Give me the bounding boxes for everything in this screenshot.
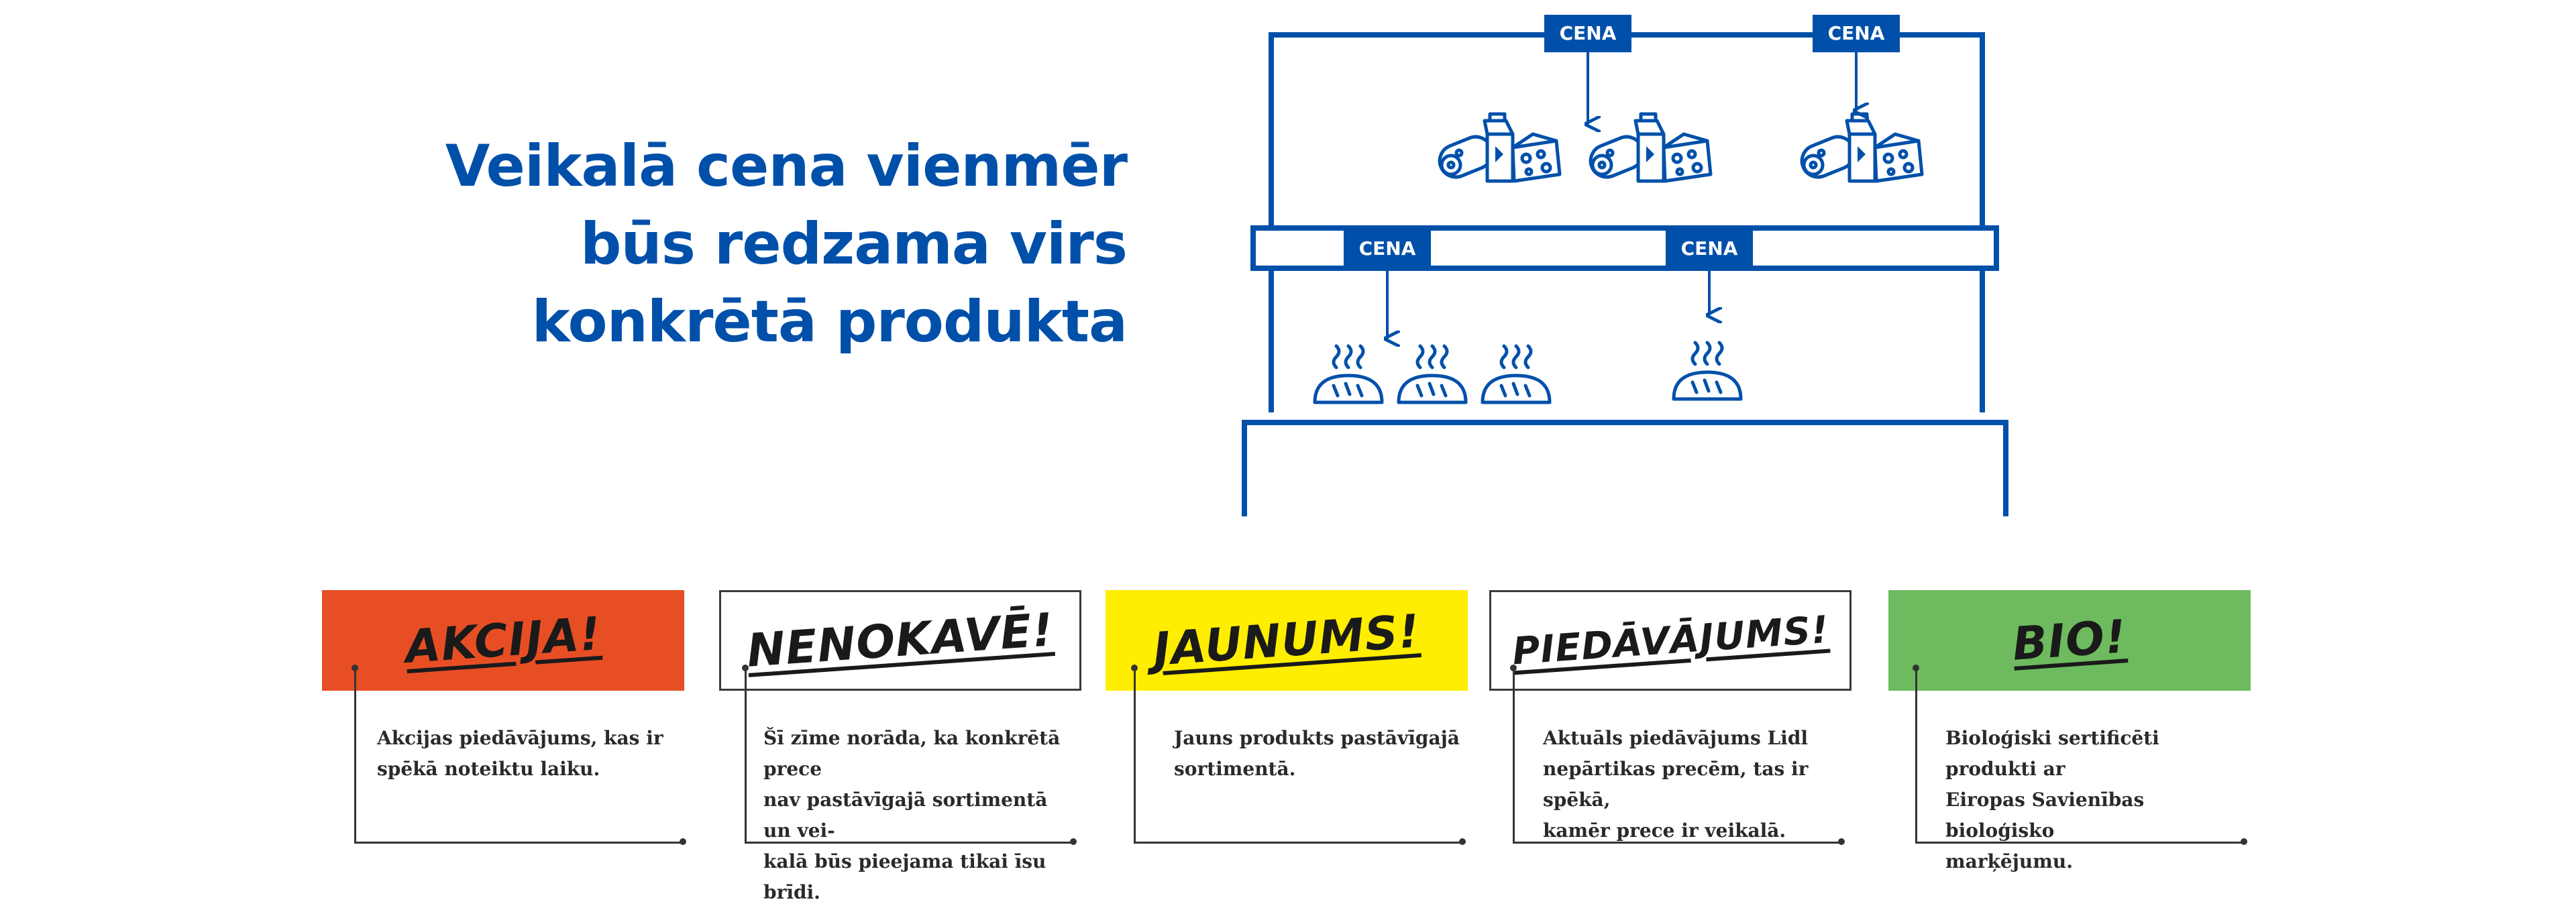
headline-line-3: konkrētā produkta xyxy=(531,288,1128,355)
connector-dot-jaunums xyxy=(1131,665,1138,671)
connector-end-dot-jaunums xyxy=(1459,838,1466,845)
connector-end-dot-bio xyxy=(2241,838,2247,845)
bread-3 xyxy=(1483,346,1550,402)
price-tag-top-1: CENA xyxy=(1544,15,1631,52)
description-akcija: Akcijas piedāvājums, kas ir spēkā noteik… xyxy=(377,727,663,780)
shelf-illustration: CENA CENA CENA CENA xyxy=(1242,15,2008,516)
headline: Veikalā cena vienmēr būs redzama virs ko… xyxy=(402,127,1128,361)
label-piedavajums-title: PIEDĀVĀJUMS! xyxy=(1510,608,1831,673)
description-piedavajums: Aktuāls piedāvājums Lidl nepārtikas prec… xyxy=(1543,727,1809,842)
connector-end-dot-piedavajums xyxy=(1838,838,1845,845)
svg-text:CENA: CENA xyxy=(1359,237,1416,260)
connector-nenokave xyxy=(745,667,1075,844)
connector-dot-bio xyxy=(1913,665,1919,671)
label-bio: BIO! xyxy=(1888,590,2251,691)
description-bio: Bioloģiski sertificēti produkti ar Eirop… xyxy=(1945,727,2159,872)
bread-2 xyxy=(1399,346,1466,402)
description-jaunums: Jauns produkts pastāvīgajā sortimentā. xyxy=(1174,727,1460,780)
label-jaunums-title: JAUNUMS! xyxy=(1151,604,1422,677)
label-bio-title: BIO! xyxy=(2010,610,2129,671)
label-akcija: AKCIJA! xyxy=(322,590,684,691)
price-tag-middle-2: CENA xyxy=(1666,229,1753,267)
description-nenokave: Šī zīme norāda, ka konkrētā prece nav pa… xyxy=(763,727,1061,903)
shelf-frame xyxy=(1242,32,2008,516)
headline-line-1: Veikalā cena vienmēr xyxy=(445,133,1128,200)
connector-dot-akcija xyxy=(352,665,358,671)
connector-piedavajums xyxy=(1513,667,1843,844)
label-piedavajums: PIEDĀVĀJUMS! xyxy=(1489,590,1851,691)
bread-4 xyxy=(1674,343,1741,399)
connector-dot-piedavajums xyxy=(1510,665,1517,671)
connector-end-dot-nenokave xyxy=(1070,838,1077,845)
label-jaunums: JAUNUMS! xyxy=(1106,590,1468,691)
label-nenokave: NENOKAVĒ! xyxy=(719,590,1081,691)
label-akcija-title: AKCIJA! xyxy=(403,607,603,674)
price-tag-top-2: CENA xyxy=(1813,15,1900,52)
connector-end-dot-akcija xyxy=(680,838,686,845)
dairy-group-2 xyxy=(1586,114,1711,182)
dairy-group-3 xyxy=(1797,114,1922,182)
svg-text:CENA: CENA xyxy=(1828,22,1885,44)
connector-akcija xyxy=(354,667,685,844)
svg-text:CENA: CENA xyxy=(1560,22,1617,44)
connector-dot-nenokave xyxy=(742,665,749,671)
label-nenokave-title: NENOKAVĒ! xyxy=(745,603,1056,678)
connector-bio xyxy=(1915,667,2246,844)
dairy-group-1 xyxy=(1435,114,1560,182)
price-tag-middle-1: CENA xyxy=(1344,229,1431,267)
svg-text:CENA: CENA xyxy=(1681,237,1738,260)
headline-line-2: būs redzama virs xyxy=(580,211,1128,278)
bread-1 xyxy=(1315,346,1382,402)
connector-jaunums xyxy=(1134,667,1464,844)
